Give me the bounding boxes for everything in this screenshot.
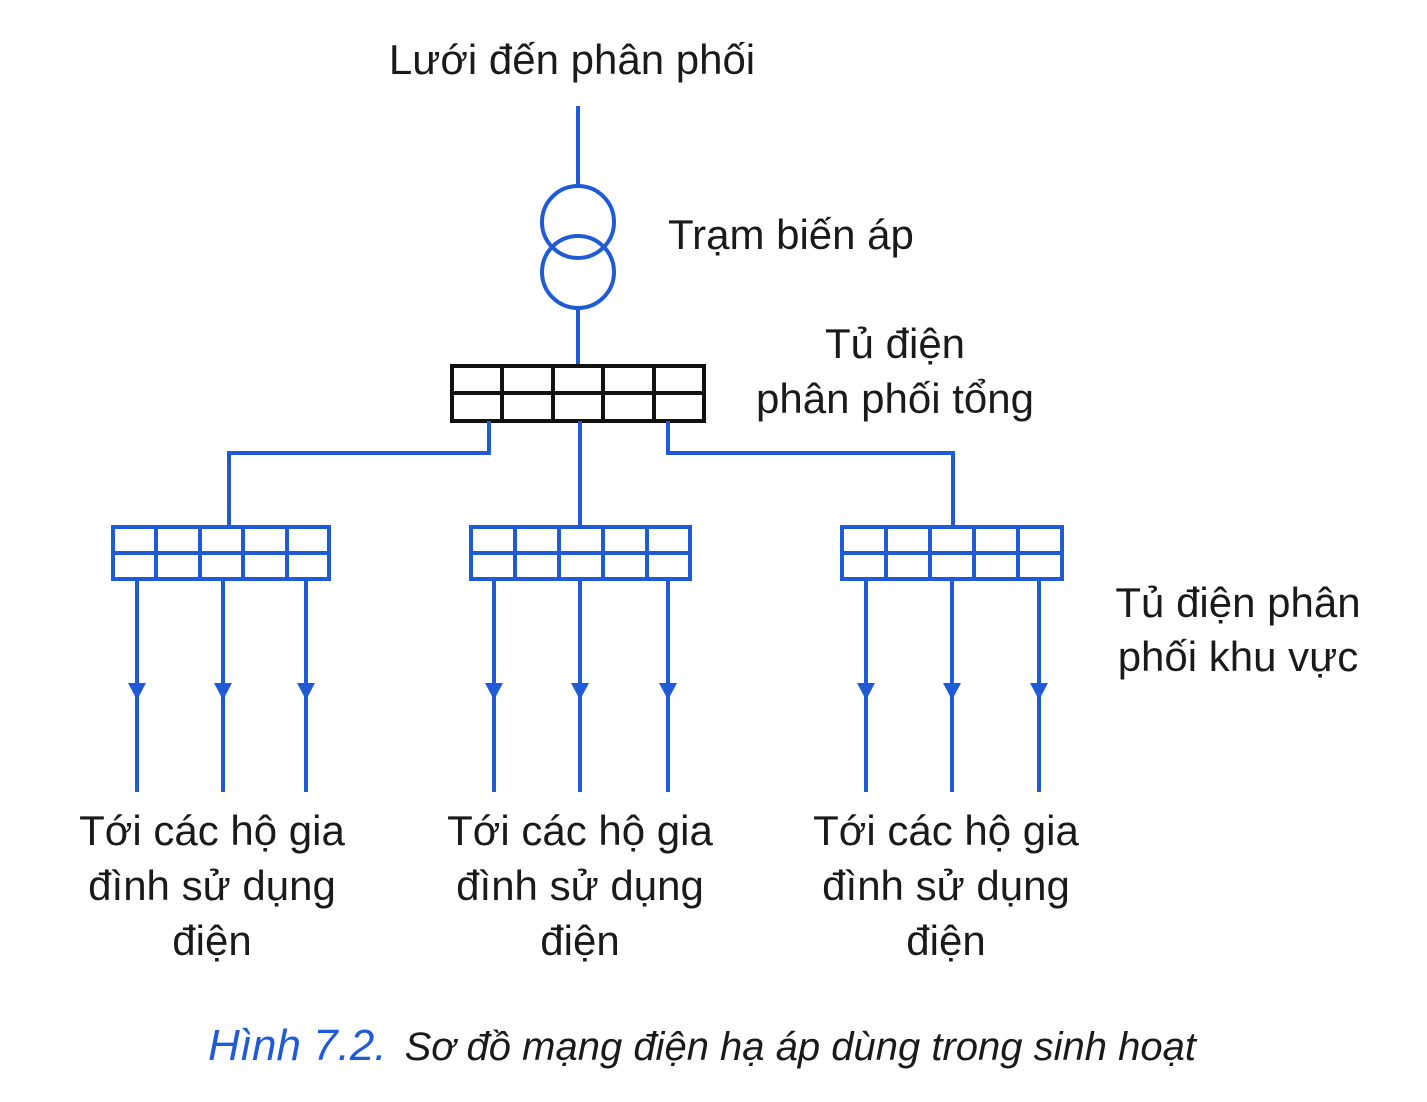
household-label-3: Tới các hộ gia đình sử dụng điện — [813, 807, 1079, 964]
arrow-down-icon — [128, 683, 146, 700]
outputs-group-1 — [128, 579, 315, 792]
area-panel-label-line2: phối khu vực — [1118, 633, 1359, 680]
area-panel-3 — [840, 525, 1064, 581]
figure-caption: Hình 7.2. Sơ đồ mạng điện hạ áp dùng tro… — [208, 1021, 1198, 1070]
svg-text:Tới các hộ gia: Tới các hộ gia — [447, 807, 713, 854]
caption-number: Hình 7.2. — [208, 1021, 387, 1070]
svg-text:điện: điện — [172, 917, 251, 964]
svg-text:điện: điện — [540, 917, 619, 964]
area-panel-label-line1: Tủ điện phân — [1115, 579, 1360, 626]
svg-text:điện: điện — [906, 917, 985, 964]
household-label-2: Tới các hộ gia đình sử dụng điện — [447, 807, 713, 964]
arrow-down-icon — [659, 683, 677, 700]
main-distribution-panel — [450, 364, 706, 423]
area-panel-2 — [469, 525, 692, 581]
arrow-down-icon — [571, 683, 589, 700]
svg-text:đình sử dụng: đình sử dụng — [88, 862, 336, 909]
svg-text:đình sử dụng: đình sử dụng — [822, 862, 1070, 909]
feeder-lines — [227, 421, 955, 527]
svg-text:Tới các hộ gia: Tới các hộ gia — [79, 807, 345, 854]
main-panel-label-line2: phân phối tổng — [756, 375, 1034, 422]
outputs-group-2 — [485, 579, 677, 792]
svg-text:Tới các hộ gia: Tới các hộ gia — [813, 807, 1079, 854]
outputs-group-3 — [857, 579, 1048, 792]
area-panel-1 — [111, 525, 331, 581]
svg-text:đình sử dụng: đình sử dụng — [456, 862, 704, 909]
arrow-down-icon — [943, 683, 961, 700]
caption-text: Sơ đồ mạng điện hạ áp dùng trong sinh ho… — [405, 1025, 1198, 1069]
main-panel-label-line1: Tủ điện — [825, 320, 965, 367]
arrow-down-icon — [485, 683, 503, 700]
arrow-down-icon — [297, 683, 315, 700]
grid-label: Lưới đến phân phối — [389, 36, 755, 83]
transformer-symbol — [540, 184, 616, 310]
household-label-1: Tới các hộ gia đình sử dụng điện — [79, 807, 345, 964]
arrow-down-icon — [857, 683, 875, 700]
arrow-down-icon — [214, 683, 232, 700]
transformer-label: Trạm biến áp — [668, 211, 914, 258]
arrow-down-icon — [1030, 683, 1048, 700]
